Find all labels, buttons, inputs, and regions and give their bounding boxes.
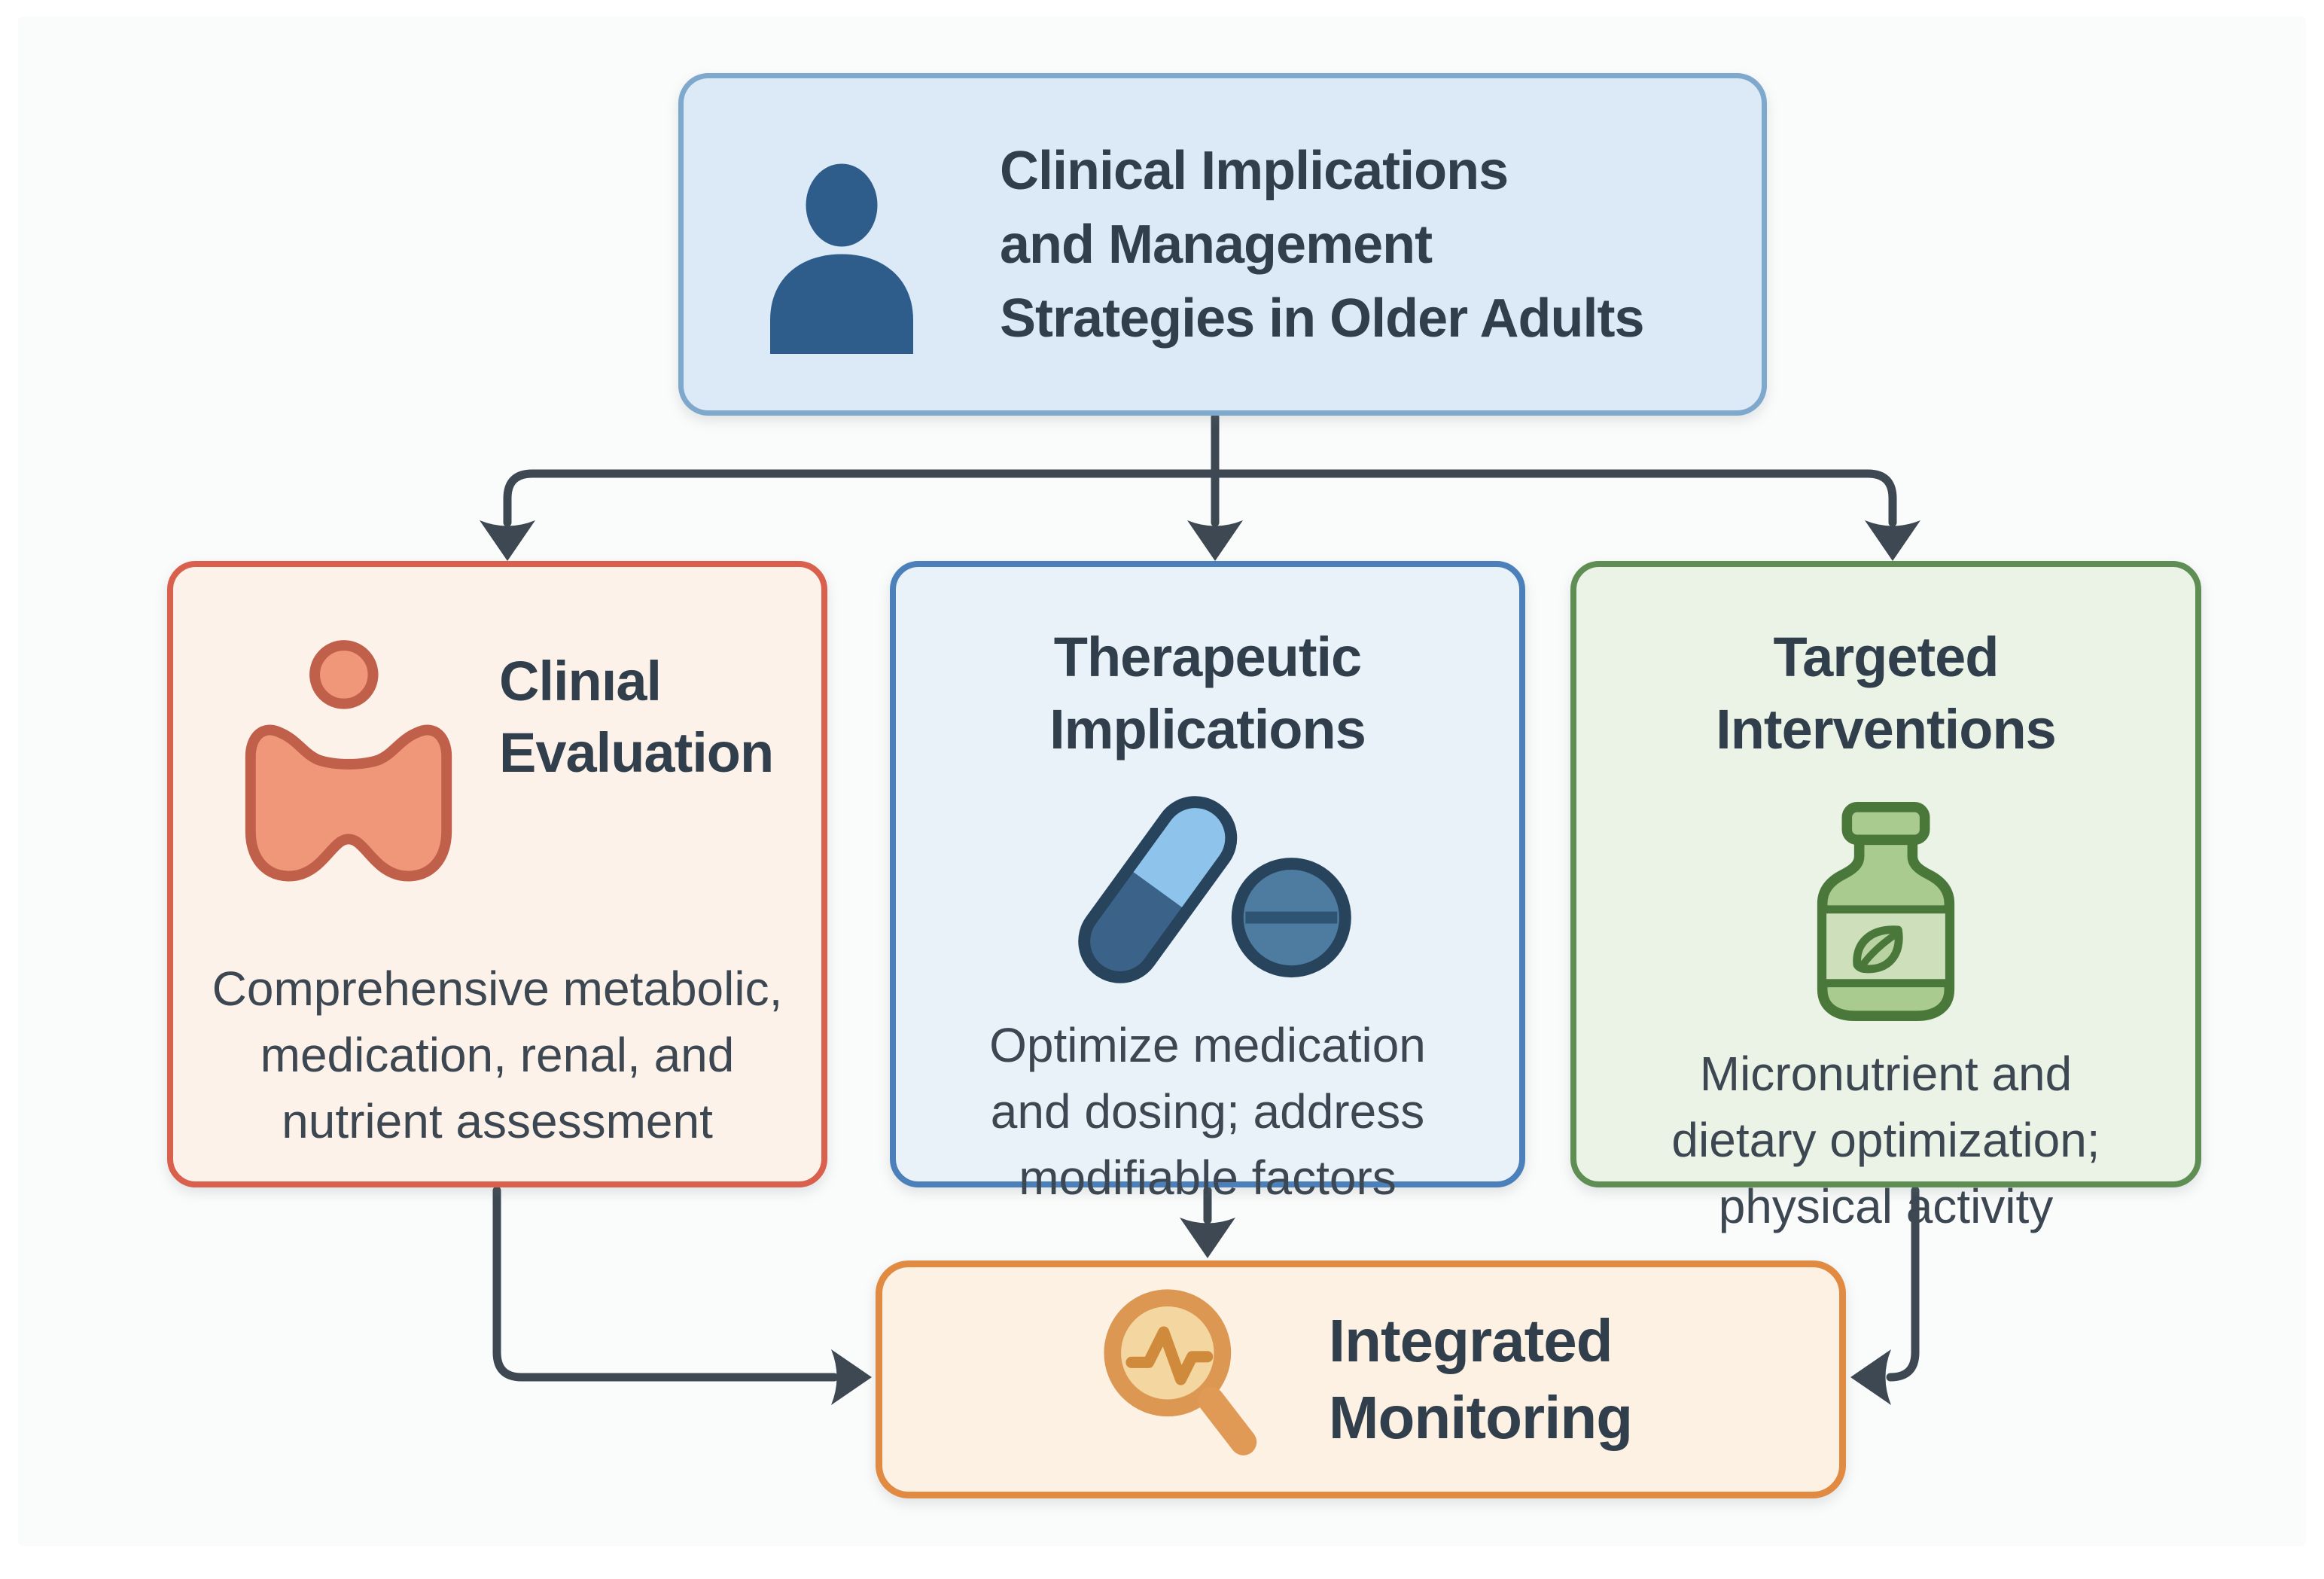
- arrowhead-down-left: [480, 520, 535, 561]
- node-clinical-implications-root: Clinical Implications and Management Str…: [678, 73, 1767, 416]
- targeted-interventions-description: Micronutrient and dietary optimization; …: [1671, 1047, 2100, 1233]
- edge-branch-bar: [503, 469, 1897, 527]
- arrowhead-left-into-sink: [1850, 1349, 1891, 1405]
- arrowhead-down-right: [1865, 520, 1920, 561]
- arrowhead-down-into-sink: [1180, 1218, 1235, 1258]
- thyroid-icon: [232, 635, 465, 906]
- root-node-title: Clinical Implications and Management Str…: [1000, 140, 1645, 349]
- supplement-bottle-icon: [1783, 800, 1988, 1023]
- arrowhead-down-center: [1187, 520, 1243, 561]
- clinical-evaluation-description: Comprehensive metabolic, medication, ren…: [212, 962, 783, 1148]
- magnifier-pulse-icon: [1089, 1281, 1284, 1478]
- node-clinical-evaluation: Clinıal Evaluation Comprehensive metabol…: [167, 561, 827, 1187]
- person-icon: [748, 120, 936, 392]
- clinical-evaluation-header: Clinıal Evaluation: [173, 567, 821, 906]
- therapeutic-implications-description: Optimize medication and dosing; address …: [989, 1018, 1426, 1205]
- edge-clinical-to-monitoring: [492, 1186, 839, 1382]
- node-integrated-monitoring: Integrated Monitoring: [876, 1260, 1846, 1498]
- flowchart-canvas: Clinical Implications and Management Str…: [18, 17, 2306, 1546]
- clinical-evaluation-title: Clinıal Evaluation: [499, 650, 774, 784]
- targeted-interventions-title: Targeted Interventions: [1716, 626, 2057, 761]
- node-targeted-interventions: Targeted Interventions Micronutrient and…: [1570, 561, 2201, 1233]
- therapeutic-implications-title: Therapeutic Implications: [1049, 626, 1366, 761]
- capsule-tablet-icon: [1046, 790, 1369, 989]
- node-therapeutic-implications: Therapeutic Implications Optimize medica…: [890, 561, 1525, 1205]
- integrated-monitoring-title: Integrated Monitoring: [1328, 1307, 1633, 1451]
- arrowhead-right-into-sink: [831, 1349, 872, 1405]
